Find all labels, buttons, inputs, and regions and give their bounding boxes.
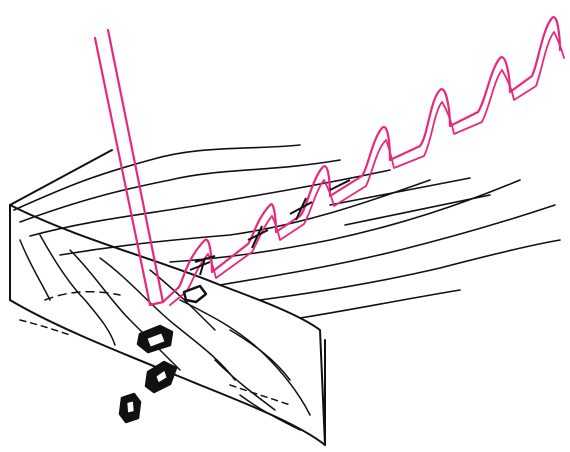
top-grain <box>14 145 560 318</box>
saw-tip <box>150 302 163 305</box>
saw-teeth-lower <box>170 32 564 305</box>
saw-back-edge-outer <box>95 38 150 305</box>
wood-chip <box>126 400 135 414</box>
saw-back-edge-inner <box>108 30 163 302</box>
wood-board <box>10 145 560 445</box>
